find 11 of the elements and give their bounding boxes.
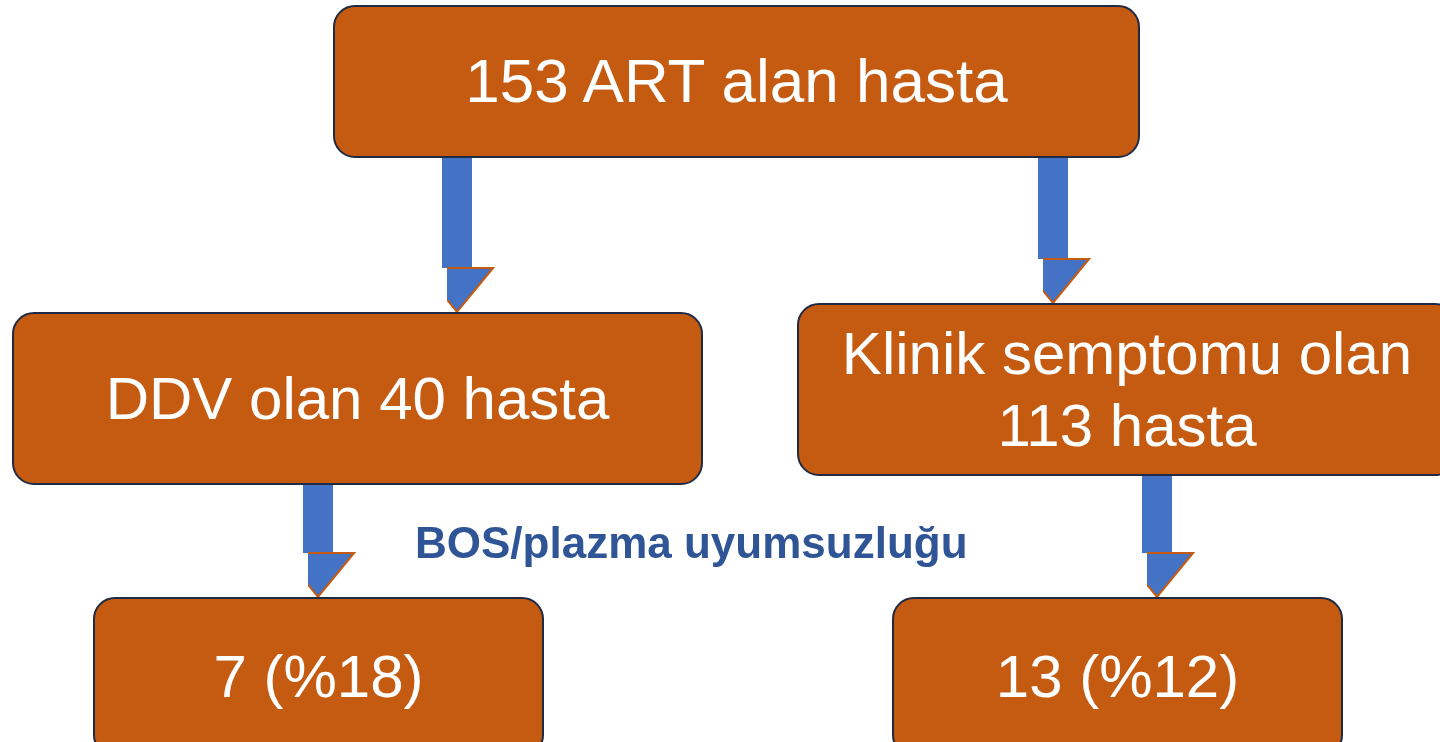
box-label: 153 ART alan hasta <box>465 45 1008 118</box>
process-box <box>12 312 703 485</box>
box-label: Klinik semptomu olan 113 hasta <box>840 318 1414 461</box>
box-label: DDV olan 40 hasta <box>105 363 610 434</box>
process-box <box>333 5 1140 158</box>
process-box <box>797 303 1440 476</box>
process-box <box>93 597 544 742</box>
box-label: 7 (%18) <box>213 642 424 712</box>
annotation-text: BOS/plazma uyumsuzluğu <box>415 518 968 568</box>
box-label: 13 (%12) <box>995 642 1240 712</box>
process-box <box>892 597 1343 742</box>
